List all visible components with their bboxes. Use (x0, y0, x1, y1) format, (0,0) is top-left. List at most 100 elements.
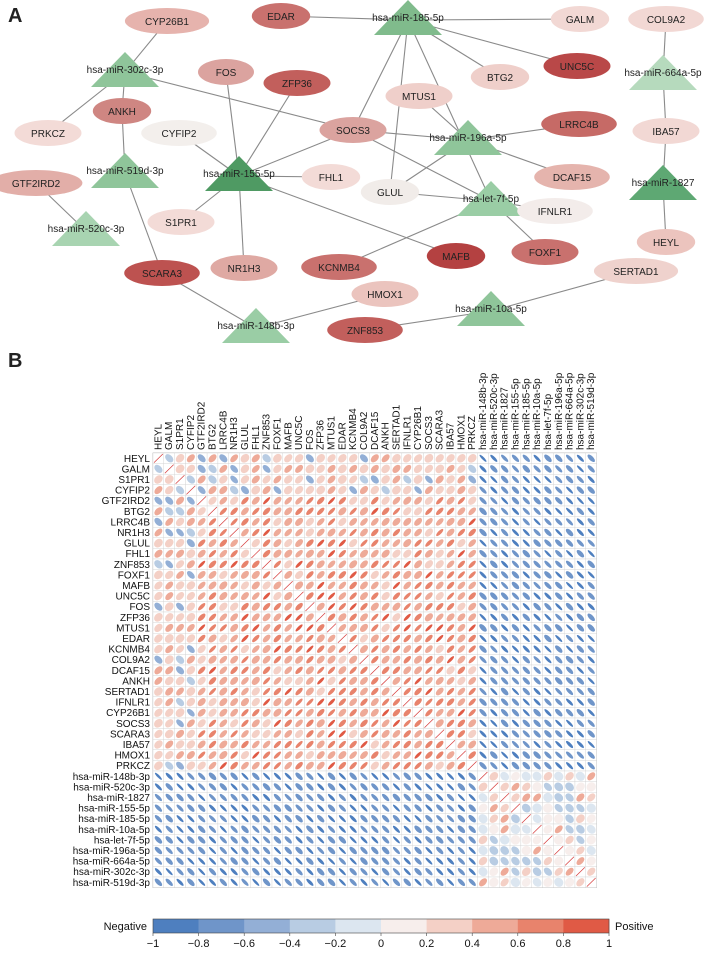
cell-cyfip2-scara3 (434, 484, 446, 496)
gene-node-socs3[interactable]: SOCS3 (319, 117, 387, 143)
gene-node-fhl1[interactable]: FHL1 (301, 164, 361, 190)
cell-hsa-mir-155-5p-glul (239, 802, 251, 814)
gene-node-cyfip2[interactable]: CYFIP2 (141, 120, 217, 146)
cell-znf853-foxf1 (271, 558, 284, 570)
gene-node-mafb[interactable]: MAFB (426, 243, 486, 269)
gene-node-prkcz[interactable]: PRKCZ (14, 120, 82, 146)
gene-node-lrrc4b[interactable]: LRRC4B (541, 111, 617, 137)
cell-foxf1-cyfip2 (185, 569, 197, 581)
cell-socs3-lrrc4b (217, 717, 229, 729)
cell-nr1h3-s1pr1 (174, 527, 186, 538)
cell-prkcz-hmox1 (455, 760, 467, 772)
cell-foxf1-hsa-mir-148b-3p (477, 569, 489, 581)
gene-node-sertad1[interactable]: SERTAD1 (593, 258, 679, 284)
gene-node-nr1h3[interactable]: NR1H3 (210, 255, 278, 281)
mirna-node-mir664a[interactable]: hsa-miR-664a-5p (624, 55, 702, 90)
cell-gtf2ird2-galm (163, 495, 175, 507)
cell-cyfip2-gtf2ird2 (196, 484, 208, 496)
gene-node-iba57[interactable]: IBA57 (632, 118, 700, 144)
cell-edar-mafb (282, 633, 294, 644)
gene-node-unc5c[interactable]: UNC5C (543, 53, 611, 79)
cell-fhl1-kcnmb4 (347, 548, 359, 560)
cell-unc5c-galm (163, 590, 175, 602)
gene-node-zfp36[interactable]: ZFP36 (263, 70, 331, 96)
cell-sertad1-foxf1 (271, 686, 284, 697)
mirna-node-mir196a[interactable]: hsa-miR-196a-5p (429, 120, 507, 155)
cell-cyp26b1-col9a2 (358, 707, 370, 719)
cell-foxf1-hsa-mir-520c-3p (488, 569, 500, 581)
mirna-node-mir302c[interactable]: hsa-miR-302c-3p (87, 52, 164, 87)
gene-node-s1pr1[interactable]: S1PR1 (147, 209, 215, 235)
gene-node-edar[interactable]: EDAR (251, 3, 311, 29)
gene-node-btg2[interactable]: BTG2 (470, 64, 530, 90)
gene-node-galm[interactable]: GALM (550, 6, 610, 32)
cell-hsa-mir-155-5p-znf853 (261, 802, 273, 814)
cell-hsa-mir-10a-5p-sertad1 (390, 823, 403, 835)
mirna-node-mir148b[interactable]: hsa-miR-148b-3p (217, 308, 295, 343)
cell-mtus1-socs3 (423, 622, 435, 634)
mirna-node-mir520c[interactable]: hsa-miR-520c-3p (48, 211, 125, 246)
cell-socs3-ifnlr1 (401, 717, 413, 729)
cell-btg2-hsa-mir-664a-5p (563, 505, 576, 517)
col-label-fos: FOS (305, 429, 316, 450)
cell-hsa-mir-1827-nr1h3 (228, 792, 240, 803)
cell-kcnmb4-kcnmb4 (347, 643, 359, 655)
gene-node-znf853[interactable]: ZNF853 (327, 317, 403, 343)
cell-hsa-mir-196a-5p-hsa-mir-185-5p (520, 845, 532, 856)
gene-node-dcaf15[interactable]: DCAF15 (534, 164, 610, 190)
cell-mafb-iba57 (444, 580, 457, 591)
cell-hsa-mir-196a-5p-hsa-mir-519d-3p (585, 845, 597, 856)
cell-gtf2ird2-glul (239, 495, 251, 507)
gene-node-glul[interactable]: GLUL (360, 179, 420, 205)
gene-node-ifnlr1[interactable]: IFNLR1 (517, 198, 593, 224)
cell-col9a2-fos (304, 654, 316, 666)
mirna-node-mir155[interactable]: hsa-miR-155-5p (203, 156, 275, 191)
gene-node-hmox1[interactable]: HMOX1 (351, 281, 419, 307)
mirna-triangle (374, 0, 442, 35)
cell-hsa-mir-196a-5p-s1pr1 (174, 845, 186, 856)
cell-dcaf15-mafb (282, 664, 294, 676)
gene-node-cyp26b1[interactable]: CYP26B1 (124, 8, 210, 34)
cell-hsa-mir-520c-3p-mafb (282, 781, 294, 793)
cell-edar-foxf1 (271, 633, 284, 644)
gene-node-foxf1[interactable]: FOXF1 (511, 239, 579, 265)
cell-galm-cyp26b1 (412, 463, 424, 475)
gene-node-heyl[interactable]: HEYL (636, 229, 696, 255)
cell-unc5c-nr1h3 (228, 590, 240, 602)
cell-hsa-let-7f-5p-nr1h3 (228, 834, 240, 846)
mirna-node-mir519d[interactable]: hsa-miR-519d-3p (86, 153, 164, 188)
gene-node-gtf2ird2[interactable]: GTF2IRD2 (0, 170, 83, 196)
cell-hsa-mir-302c-3p-hsa-mir-155-5p (509, 866, 522, 878)
cell-fos-hsa-let-7f-5p (542, 601, 554, 613)
mirna-node-mir185[interactable]: hsa-miR-185-5p (372, 0, 444, 35)
cell-hsa-mir-196a-5p-cyp26b1 (412, 845, 424, 856)
col-label-nr1h3: NR1H3 (229, 417, 240, 450)
cell-hsa-mir-519d-3p-prkcz (466, 876, 478, 888)
cell-hsa-mir-520c-3p-prkcz (466, 781, 478, 793)
mirna-node-mir10a[interactable]: hsa-miR-10a-5p (455, 291, 527, 326)
mirna-node-mir1827[interactable]: hsa-miR-1827 (629, 165, 697, 200)
cell-hsa-mir-519d-3p-socs3 (423, 876, 435, 888)
cell-gtf2ird2-iba57 (444, 495, 457, 507)
gene-node-ankh[interactable]: ANKH (92, 98, 152, 124)
cell-znf853-hsa-mir-196a-5p (553, 558, 565, 570)
gene-node-scara3[interactable]: SCARA3 (124, 260, 200, 286)
cell-nr1h3-hsa-mir-302c-3p (574, 527, 586, 538)
cell-socs3-foxf1 (271, 717, 284, 729)
gene-node-fos[interactable]: FOS (198, 59, 254, 85)
gene-node-kcnmb4[interactable]: KCNMB4 (301, 254, 377, 280)
cell-btg2-hsa-mir-196a-5p (553, 505, 565, 517)
cell-iba57-fos (304, 739, 316, 750)
cell-zfp36-hsa-mir-302c-3p (574, 611, 586, 623)
cell-zfp36-unc5c (293, 611, 305, 623)
mirna-node-mirlet7f[interactable]: hsa-let-7f-5p (457, 181, 525, 216)
cell-hsa-mir-148b-3p-edar (336, 770, 348, 782)
gene-node-col9a2[interactable]: COL9A2 (628, 6, 704, 32)
cell-nr1h3-hsa-mir-148b-3p (477, 527, 489, 538)
node-label: FHL1 (319, 173, 344, 184)
gene-node-mtus1[interactable]: MTUS1 (385, 83, 453, 109)
cell-znf853-sertad1 (390, 558, 403, 570)
cell-hmox1-hsa-mir-520c-3p (488, 749, 500, 761)
cell-hsa-mir-155-5p-galm (163, 802, 175, 814)
cell-glul-foxf1 (271, 537, 284, 549)
